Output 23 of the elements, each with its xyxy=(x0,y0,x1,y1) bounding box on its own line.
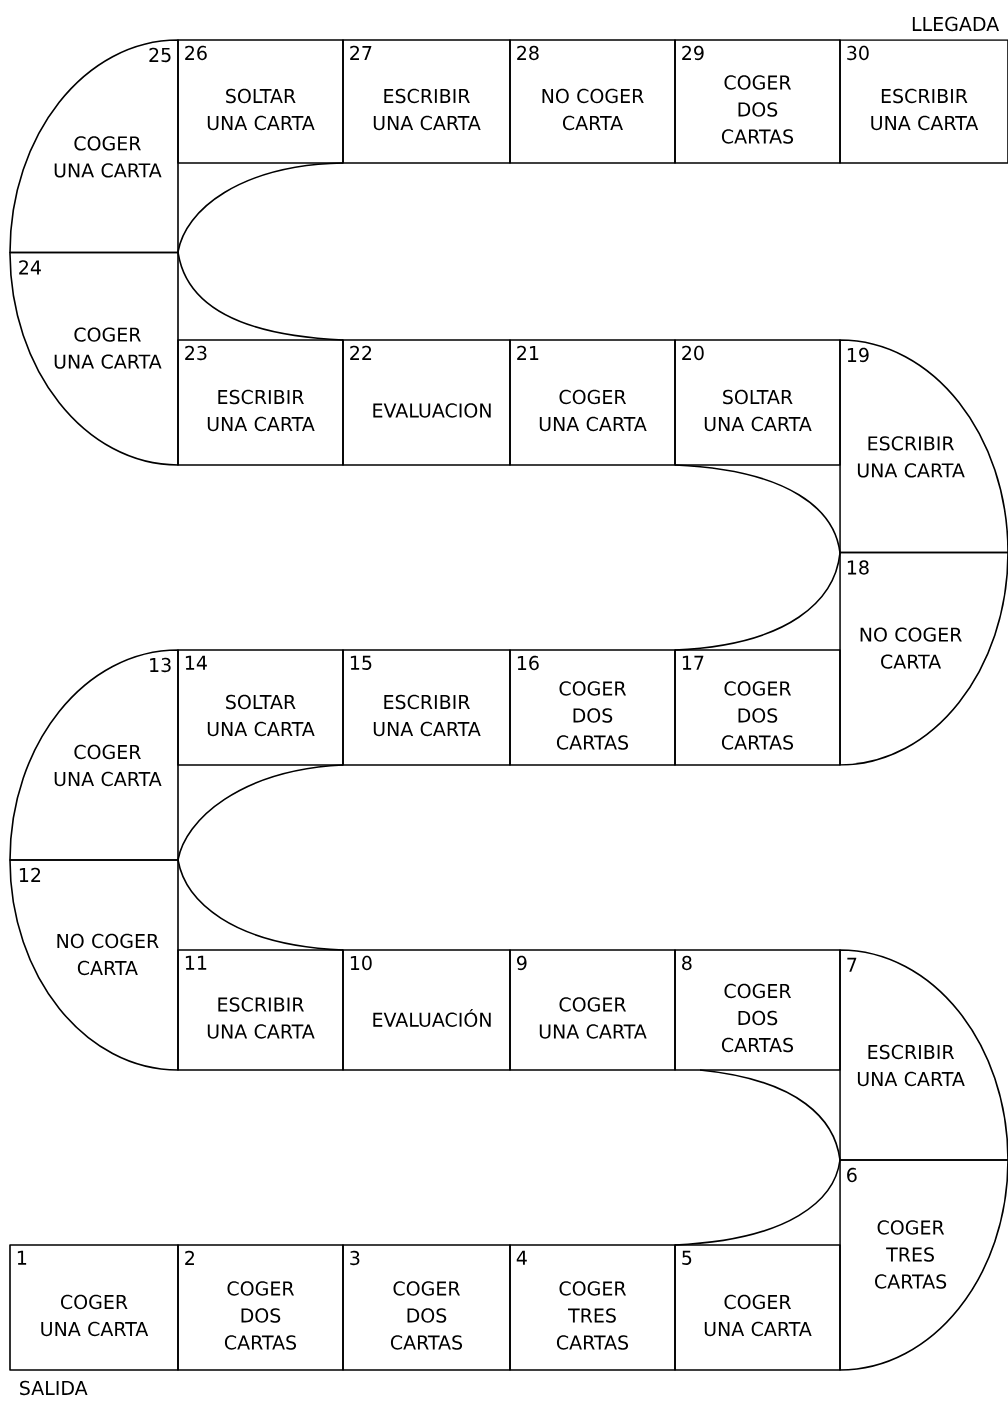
board-square: 9 COGER UNA CARTA xyxy=(509,949,676,1071)
board-square: 15 ESCRIBIR UNA CARTA xyxy=(342,649,511,766)
board-square: 10 EVALUACIÓN xyxy=(342,949,511,1071)
board-square: 28 NO COGER CARTA xyxy=(509,39,676,164)
board-square: 29 COGER DOS CARTAS xyxy=(674,39,841,164)
board-square: 20 SOLTAR UNA CARTA xyxy=(674,339,841,466)
board-label: LLEGADA xyxy=(912,16,1000,32)
board-square: 21 COGER UNA CARTA xyxy=(509,339,676,466)
board-square: 16 COGER DOS CARTAS xyxy=(509,649,676,766)
board-square: 23 ESCRIBIR UNA CARTA xyxy=(177,339,344,466)
board-square: 27 ESCRIBIR UNA CARTA xyxy=(342,39,511,164)
board-square: 22 EVALUACION xyxy=(342,339,511,466)
board-square: 3 COGER DOS CARTAS xyxy=(342,1244,511,1371)
board-square: 26 SOLTAR UNA CARTA xyxy=(177,39,344,164)
board-square: 2 COGER DOS CARTAS xyxy=(177,1244,344,1371)
board-square: 17 COGER DOS CARTAS xyxy=(674,649,841,766)
board-square: 4 COGER TRES CARTAS xyxy=(509,1244,676,1371)
board-square: 14 SOLTAR UNA CARTA xyxy=(177,649,344,766)
board-square: 5 COGER UNA CARTA xyxy=(674,1244,841,1371)
board-label: SALIDA xyxy=(20,1380,88,1396)
board-square: 8 COGER DOS CARTAS xyxy=(674,949,841,1071)
board-square: 11 ESCRIBIR UNA CARTA xyxy=(177,949,344,1071)
board-square: 1 COGER UNA CARTA xyxy=(9,1244,179,1371)
